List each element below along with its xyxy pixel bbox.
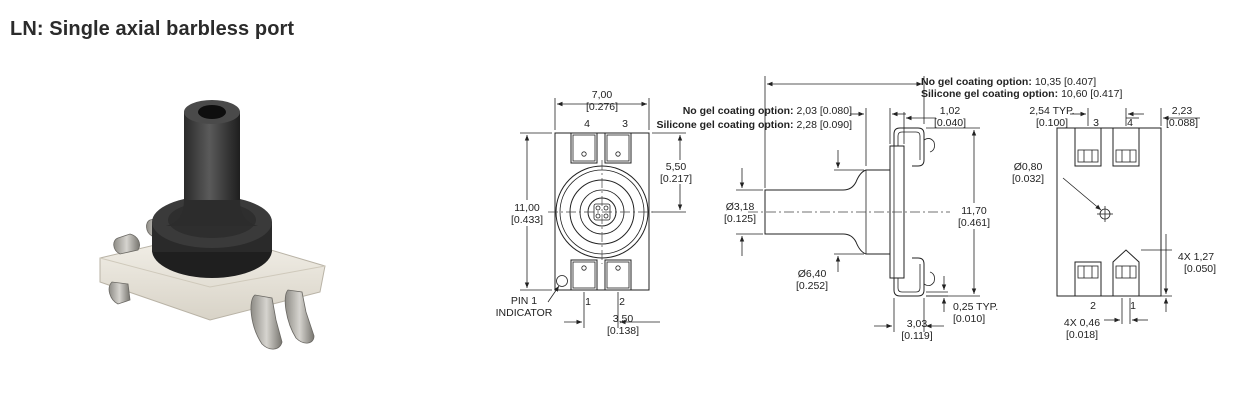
dim-pitch-in: [0.138] [607,325,639,337]
dim-port-dia-mm: Ø3,18 [726,201,755,213]
pin-label: 3 [622,118,628,130]
dim-width-mm: 7,00 [592,89,613,101]
dim-hole-in: [0.032] [1012,173,1044,185]
pin-label: 4 [1127,117,1133,129]
gel-silicone-coating: Silicone gel coating option:2,28 [0.090] [656,119,852,131]
dim-lead-in: [0.119] [901,330,932,342]
pin-label: 2 [1090,300,1096,312]
product-photo [99,100,326,350]
total-length-silicone: Silicone gel coating option:10,60 [0.417… [921,88,1122,100]
dim-base-dia-in: [0.252] [796,280,828,292]
dim-pad-len-mm: 4X 1,27 [1178,251,1214,263]
dim-edge-in: [0.088] [1166,117,1198,129]
dim-lead-thk-mm: 0,25 TYP. [953,301,998,313]
pin-label: 2 [619,296,625,308]
pin1-label: PIN 1 [511,295,537,307]
dim-pitch-mm: 2,54 TYP. [1029,105,1074,117]
dim-half-height-mm: 5,50 [666,161,687,173]
dim-flange-in: [0.040] [934,117,966,129]
dim-flange-mm: 1,02 [940,105,961,117]
dim-height-in: [0.433] [511,214,543,226]
pin-label: 4 [584,118,590,130]
dim-half-height-in: [0.217] [660,173,692,185]
dim-pitch-in: [0.100] [1036,117,1068,129]
dim-side-height-mm: 11,70 [961,205,987,217]
pin-label: 3 [1093,117,1099,129]
dim-hole-mm: Ø0,80 [1014,161,1043,173]
dim-port-dia-in: [0.125] [724,213,756,225]
dim-pad-w-mm: 4X 0,46 [1064,317,1100,329]
dim-pitch-mm: 3,50 [613,313,634,325]
side-view: No gel coating option:10,35 [0.407] Sili… [656,76,1122,342]
gel-no-coating: No gel coating option:2,03 [0.080] [683,105,852,117]
dim-side-height-in: [0.461] [958,217,990,229]
dim-pad-len-in: [0.050] [1184,263,1216,275]
back-view: 3 4 2 1 2,54 TYP. [0.100] 2,23 [0.088] Ø… [1012,105,1216,341]
dim-base-dia-mm: Ø6,40 [798,268,827,280]
dim-height-mm: 11,00 [514,202,540,214]
dim-pad-w-in: [0.018] [1066,329,1098,341]
pin-label: 1 [1130,300,1136,312]
dim-lead-mm: 3,03 [907,318,928,330]
page-title: LN: Single axial barbless port [10,18,295,40]
total-length-no-gel: No gel coating option:10,35 [0.407] [921,76,1096,88]
front-view: 4 3 1 2 7,00 [0.276] 11,00 [0.433] 5,50 … [496,89,696,337]
pin1-indicator-label: INDICATOR [496,307,553,319]
dim-edge-mm: 2,23 [1172,105,1193,117]
dim-lead-thk-in: [0.010] [953,313,985,325]
dim-width-in: [0.276] [586,101,618,113]
pin-label: 1 [585,296,591,308]
